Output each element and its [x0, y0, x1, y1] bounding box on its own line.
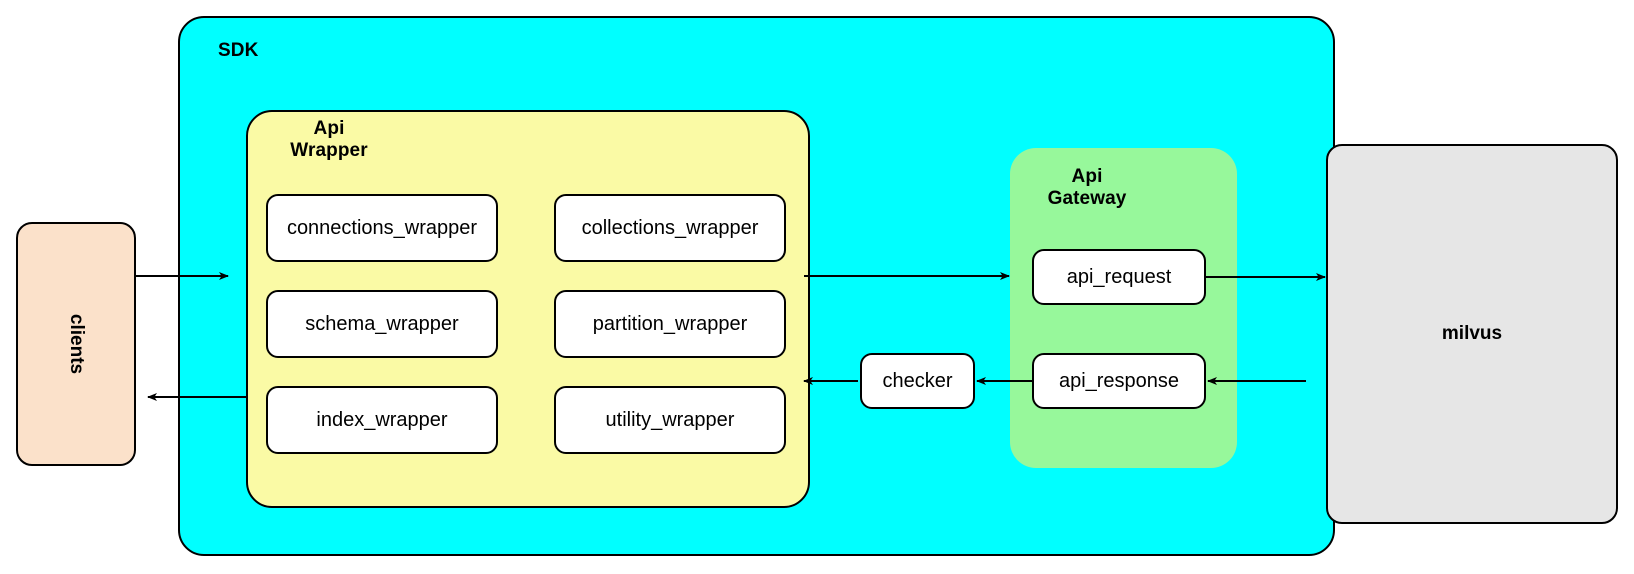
module-label: index_wrapper [316, 408, 448, 431]
module-label: schema_wrapper [305, 312, 459, 335]
api-gateway-container [1010, 148, 1237, 468]
api-response-node[interactable]: api_response [1032, 353, 1206, 409]
api-request-node[interactable]: api_request [1032, 249, 1206, 305]
milvus-node[interactable]: milvus [1326, 144, 1618, 524]
api-request-label: api_request [1066, 265, 1172, 288]
module-connections-wrapper[interactable]: connections_wrapper [266, 194, 498, 262]
module-label: connections_wrapper [286, 216, 478, 239]
module-label: collections_wrapper [581, 216, 759, 239]
api-wrapper-label: Api Wrapper [290, 118, 368, 162]
module-collections-wrapper[interactable]: collections_wrapper [554, 194, 786, 262]
checker-node[interactable]: checker [860, 353, 975, 409]
module-label: utility_wrapper [605, 408, 735, 431]
module-utility-wrapper[interactable]: utility_wrapper [554, 386, 786, 454]
clients-node[interactable]: clients [16, 222, 136, 466]
clients-label: clients [65, 313, 87, 375]
api-response-label: api_response [1058, 369, 1180, 392]
milvus-label: milvus [1441, 323, 1503, 344]
module-partition-wrapper[interactable]: partition_wrapper [554, 290, 786, 358]
checker-label: checker [882, 369, 953, 392]
sdk-label: SDK [218, 40, 259, 61]
module-label: partition_wrapper [592, 312, 748, 335]
api-gateway-label: Api Gateway [1047, 166, 1127, 210]
module-schema-wrapper[interactable]: schema_wrapper [266, 290, 498, 358]
module-index-wrapper[interactable]: index_wrapper [266, 386, 498, 454]
